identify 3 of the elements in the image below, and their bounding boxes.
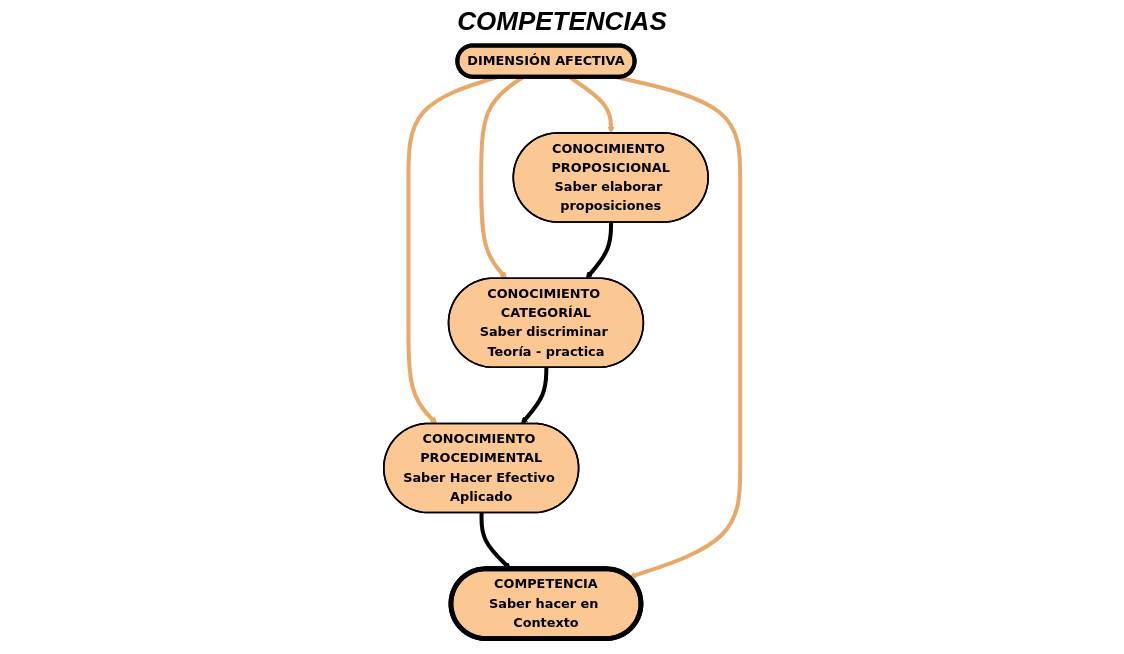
arrow	[521, 367, 549, 425]
arrow	[585, 222, 614, 279]
diagram-title: COMPETENCIAS	[456, 6, 668, 37]
